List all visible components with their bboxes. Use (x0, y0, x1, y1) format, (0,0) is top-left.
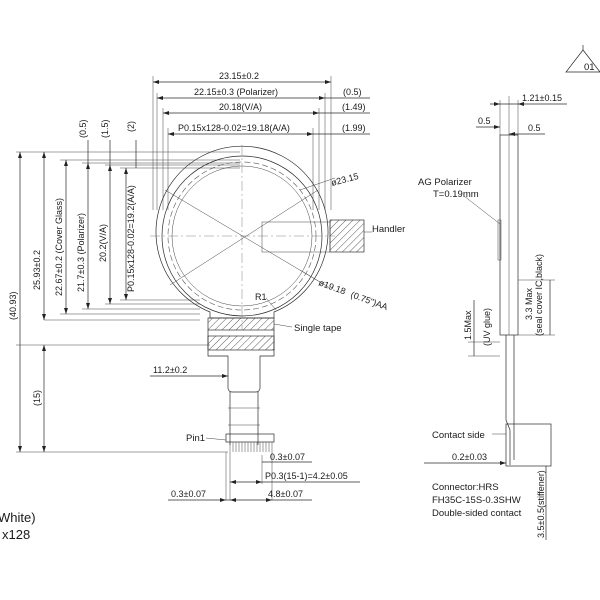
left-dimensions: (40.93) 25.93±0.2 22.67±0.2 (Cover Glass… (8, 119, 240, 453)
contact-type-label: Double-sided contact (432, 508, 522, 519)
left-ref-a: (0.5) (78, 119, 88, 138)
top-dim-3-ref: (1.49) (342, 102, 366, 112)
top-dim-2: 22.15±0.3 (Polarizer) (194, 87, 278, 97)
fpc-width-label: 11.2±0.2 (153, 365, 187, 375)
handler: Handler (261, 219, 405, 253)
uv-max-label: 1.5Max (463, 310, 473, 340)
thickness-1-label: 0.5 (478, 116, 491, 126)
revision-mark: 01 (565, 45, 600, 73)
ic-max-label: 3.3 Max (524, 287, 534, 320)
left-ref-b: (1.5) (100, 119, 110, 138)
top-dim-3: 20.18(V/A) (219, 102, 262, 112)
ag-thickness-label: T=0.19mm (433, 189, 479, 200)
diameter-aa-note: (0.75")AA (349, 289, 389, 312)
left-dim-1: 25.93±0.2 (32, 250, 42, 290)
pin1-label: Pin1 (186, 433, 205, 444)
pad-span-label: 4.8±0.07 (268, 489, 303, 499)
contact-thickness-label: 0.2±0.03 (452, 452, 487, 462)
connector-part-label: FH35C-15S-0.3SHW (432, 495, 521, 506)
single-tape-label: Single tape (294, 323, 342, 334)
side-view: 1.21±0.15 0.5 0.5 AG Polarizer T=0.19mm … (418, 93, 567, 540)
left-dim-total: (40.93) (8, 291, 18, 320)
handler-label: Handler (372, 224, 405, 235)
contact-side-label: Contact side (432, 430, 485, 441)
note-line-1: White) (0, 510, 36, 525)
connector-label: Connector:HRS (432, 482, 499, 493)
pad-offset-label: 0.3±0.07 (171, 489, 206, 499)
top-dim-4: P0.15x128-0.02=19.18(A/A) (178, 123, 290, 133)
uv-note-label: (UV glue) (482, 308, 492, 346)
diameter-outer-label: ø23.15 (330, 171, 360, 188)
left-dim-2: 22.67±0.2 (Cover Glass) (54, 198, 64, 296)
notes: White) x128 (0, 510, 36, 542)
left-dim-lower: (15) (32, 390, 42, 406)
left-dim-3: 21.7±0.3 (Polarizer) (76, 213, 86, 292)
thickness-2-label: 0.5 (528, 123, 541, 133)
left-ref-c: (2) (126, 121, 136, 132)
diameter-aa-label: ø19.18 (317, 277, 347, 296)
revision-code: 01 (584, 62, 595, 73)
top-dim-2-ref: (0.5) (343, 87, 362, 97)
ag-polarizer-label: AG Polarizer (418, 177, 472, 188)
connector-pins (229, 442, 273, 452)
stiffener-label: 3.5±0.5(stiffener) (536, 470, 546, 538)
note-line-2: x128 (2, 527, 30, 542)
ic-note-label: (seal cover IC,black) (534, 254, 544, 336)
top-dimensions: 23.15±0.2 22.15±0.3 (Polarizer) (0.5) 20… (152, 71, 370, 210)
top-dim-4-ref: (1.99) (342, 123, 366, 133)
left-dim-5: P0.15x128-0.02=19.2(A/A) (126, 185, 136, 292)
top-dim-1: 23.15±0.2 (219, 71, 259, 81)
radius-label: R1 (255, 292, 267, 302)
pitch-formula-label: P0.3(15-1)=4.2±0.05 (265, 471, 348, 481)
left-dim-4: 20.2(V/A) (98, 224, 108, 262)
pitch-a-label: 0.3±0.07 (270, 452, 305, 462)
fpc-tail: Single tape 11.2±0.2 (150, 317, 360, 502)
total-thickness-label: 1.21±0.15 (522, 93, 562, 103)
